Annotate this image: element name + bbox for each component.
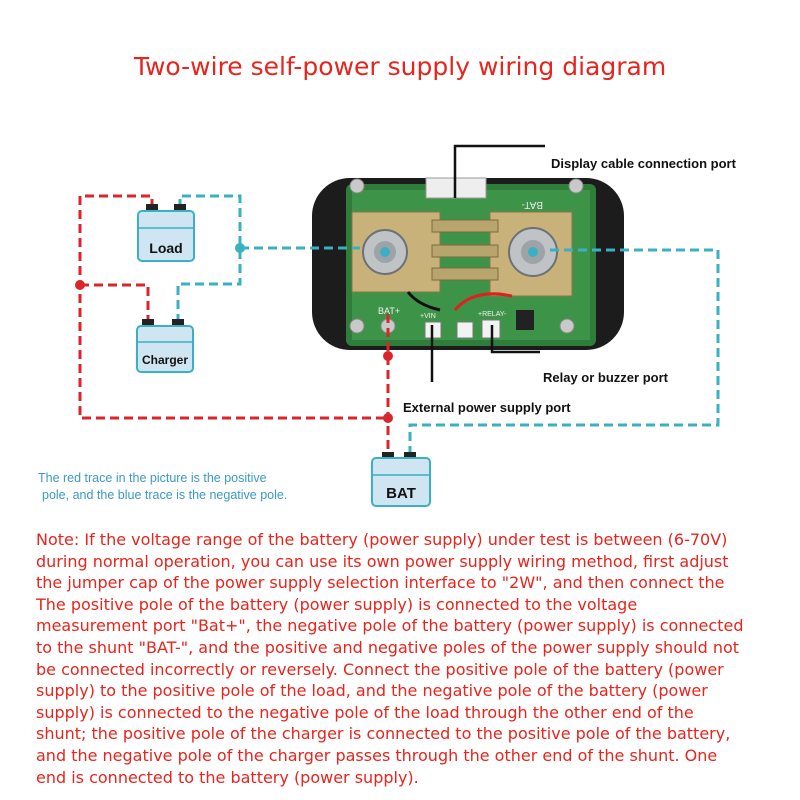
trace-legend-note: The red trace in the picture is the posi… — [38, 470, 287, 504]
trace-legend-line: The red trace in the picture is the posi… — [38, 471, 267, 485]
wiring-note: Note: If the voltage range of the batter… — [36, 529, 780, 788]
charger-box — [136, 319, 194, 373]
shunt-module — [312, 177, 624, 350]
note-line: during normal operation, you can use its… — [36, 551, 729, 571]
board-label-vin: +VIN — [420, 313, 436, 320]
trace-legend-line: pole, and the blue trace is the negative… — [42, 488, 288, 502]
note-line: The positive pole of the battery (power … — [36, 594, 638, 614]
negative-traces — [176, 194, 720, 455]
positive-junction-dot — [383, 351, 393, 361]
negative-junction-dot — [380, 247, 390, 257]
board-label-relay: +RELAY- — [478, 311, 507, 318]
negative-junction-dot — [528, 247, 538, 257]
note-line: supply) to the positive pole of the load… — [36, 681, 708, 701]
negative-junction-dot — [235, 243, 245, 253]
note-line: and the negative pole of the charger pas… — [36, 745, 718, 765]
charger-label: Charger — [142, 353, 188, 367]
positive-junction-dot — [383, 413, 393, 423]
note-line: be connected incorrectly or reversely. C… — [36, 659, 724, 679]
relay-port-label: Relay or buzzer port — [543, 370, 669, 385]
board-label-bat-plus: BAT+ — [378, 306, 400, 316]
note-line: end is connected to the battery (power s… — [36, 767, 419, 787]
display-port-label: Display cable connection port — [551, 156, 737, 171]
battery-box — [371, 452, 431, 507]
load-label: Load — [149, 240, 182, 256]
load-box — [137, 204, 195, 262]
note-line: Note: If the voltage range of the batter… — [36, 530, 728, 549]
bat-label: BAT — [386, 485, 416, 502]
note-line: supply) is connected to the negative pol… — [36, 702, 694, 722]
note-line: measurement port "Bat+", the negative po… — [36, 616, 744, 636]
callout-lines — [430, 144, 545, 382]
board-label-bat-minus: BAT- — [522, 199, 543, 210]
positive-traces — [78, 194, 390, 455]
external-power-port-label: External power supply port — [403, 400, 571, 415]
note-line: to the shunt "BAT-", and the positive an… — [36, 637, 740, 657]
note-line: the jumper cap of the power supply selec… — [36, 573, 725, 593]
note-line: shunt; the positive pole of the charger … — [36, 724, 731, 744]
diagram-title: Two-wire self-power supply wiring diagra… — [133, 52, 667, 81]
positive-junction-dot — [75, 280, 85, 290]
